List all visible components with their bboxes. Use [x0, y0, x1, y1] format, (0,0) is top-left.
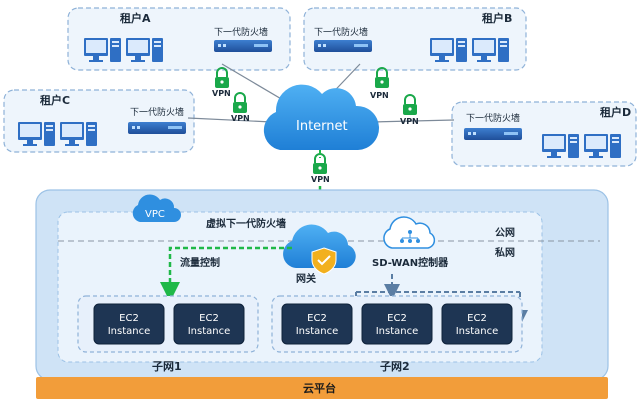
ec2-instance [93, 303, 165, 345]
cloud-platform-label: 云平台 [303, 381, 336, 395]
ec2-line2: Instance [456, 326, 499, 337]
ec2-line1: EC2 [119, 313, 139, 324]
traffic-control-label: 流量控制 [180, 256, 220, 269]
vpc-label: VPC [145, 209, 165, 220]
vpn-label: VPN [400, 117, 419, 126]
internet-label: Internet [296, 119, 348, 134]
vpn-label: VPN [311, 175, 330, 184]
subnet-2-label: 子网2 [380, 360, 410, 373]
tenant-b-firewall-label: 下一代防火墙 [314, 26, 368, 38]
traffic-control-arrow [160, 246, 292, 302]
ec2-instance [441, 303, 513, 345]
virtual-firewall-label: 虚拟下一代防火墙 [206, 217, 286, 230]
tenant-b-label: 租户B [482, 11, 512, 25]
ec2-line1: EC2 [387, 313, 407, 324]
public-net-label: 公网 [495, 227, 515, 239]
ec2-line2: Instance [376, 326, 419, 337]
ec2-line2: Instance [188, 326, 231, 337]
sdwan-label: SD-WAN控制器 [372, 256, 449, 269]
subnet-1-label: 子网1 [152, 360, 182, 373]
firewall-icon [314, 40, 372, 52]
firewall-icon [214, 40, 272, 52]
lock-icon [232, 92, 248, 114]
tenant-a-box [67, 7, 291, 71]
lock-icon [214, 67, 230, 89]
ec2-instance [361, 303, 433, 345]
tenant-d-firewall-label: 下一代防火墙 [466, 112, 520, 124]
ec2-line1: EC2 [467, 313, 487, 324]
tenant-c-firewall-label: 下一代防火墙 [130, 106, 184, 118]
ec2-line2: Instance [108, 326, 151, 337]
tenant-a-label: 租户A [120, 11, 151, 25]
gateway-label: 网关 [296, 272, 316, 285]
firewall-icon [464, 128, 522, 140]
ec2-instance [173, 303, 245, 345]
vpn-label: VPN [231, 114, 250, 123]
tenant-c-label: 租户C [40, 93, 70, 107]
tenant-b-box [303, 7, 527, 71]
vpc-cloud-icon [132, 194, 181, 222]
ec2-line1: EC2 [307, 313, 327, 324]
cloud-platform-bar [36, 377, 608, 399]
vpn-label: VPN [370, 91, 389, 100]
private-net-label: 私网 [494, 246, 515, 259]
ec2-line1: EC2 [199, 313, 219, 324]
sdwan-controller-icon [383, 216, 436, 249]
gateway-icon [283, 224, 356, 275]
ec2-line2: Instance [296, 326, 339, 337]
vpn-label: VPN [212, 89, 231, 98]
tenant-d-label: 租户D [600, 105, 631, 119]
ec2-instance [281, 303, 353, 345]
lock-icon [374, 67, 390, 89]
firewall-icon [128, 122, 186, 134]
lock-icon [402, 94, 418, 116]
internet-cloud-icon [263, 84, 380, 150]
tenant-a-firewall-label: 下一代防火墙 [214, 26, 268, 38]
